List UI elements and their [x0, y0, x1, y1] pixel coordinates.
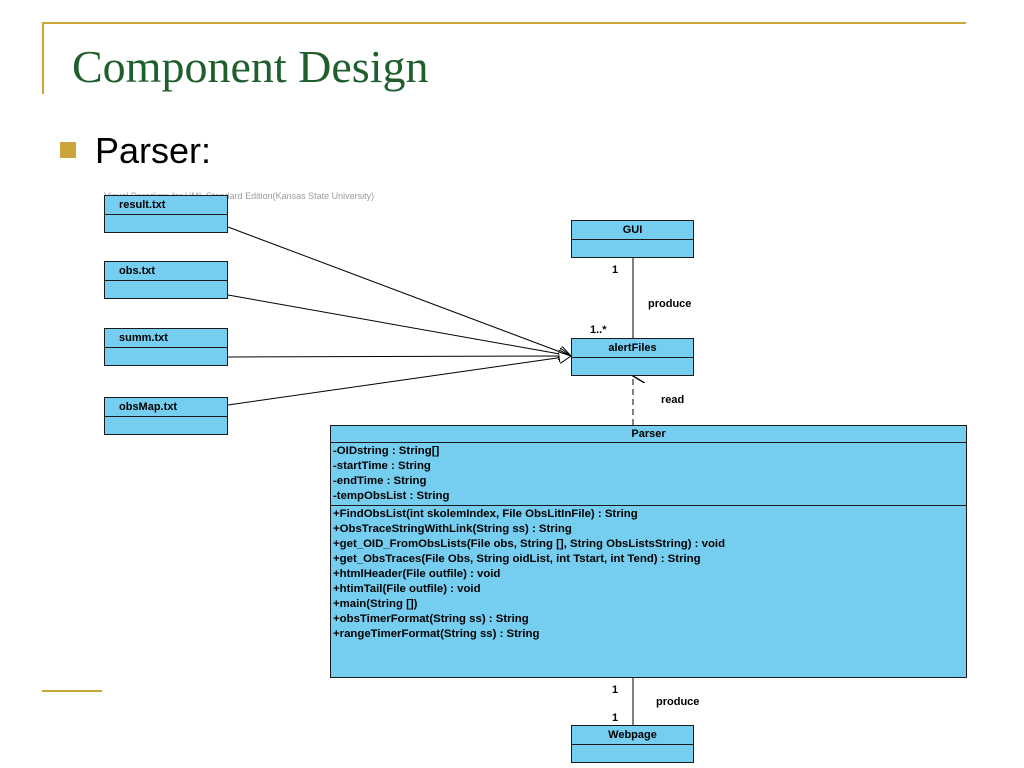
class-name: summ.txt [105, 329, 227, 348]
parser-webpage-role: produce [656, 696, 699, 708]
gui-multiplicity: 1 [612, 264, 618, 276]
class-obs-txt: obs.txt [104, 261, 228, 299]
attribute: -OIDstring : String[] [333, 445, 440, 457]
attribute: -endTime : String [333, 475, 427, 487]
tool-watermark: Visual Paradigm for UML Standard Edition… [104, 191, 375, 201]
attributes-compartment: -OIDstring : String[] -startTime : Strin… [331, 443, 966, 506]
parser-alert-role: read [661, 394, 684, 406]
class-name: obs.txt [105, 262, 227, 281]
gui-alert-role: produce [648, 298, 691, 310]
generalization-obs [227, 294, 571, 356]
bottom-rule [42, 690, 102, 692]
class-name: alertFiles [572, 339, 693, 358]
class-webpage: Webpage [571, 725, 694, 763]
generalization-result [227, 226, 571, 356]
class-summ-txt: summ.txt [104, 328, 228, 366]
class-alert-files: alertFiles [571, 338, 694, 376]
operation: +ObsTraceStringWithLink(String ss) : Str… [333, 523, 572, 535]
class-result-txt: result.txt [104, 195, 228, 233]
operation: +htmlHeader(File outfile) : void [333, 568, 501, 580]
webpage-multiplicity: 1 [612, 712, 618, 724]
class-parser: Parser -OIDstring : String[] -startTime … [330, 425, 967, 678]
operation: +get_OID_FromObsLists(File obs, String [… [333, 538, 726, 550]
operation: +htimTail(File outfile) : void [333, 583, 481, 595]
class-name: Parser [331, 426, 966, 443]
class-gui: GUI [571, 220, 694, 258]
operations-compartment: +FindObsList(int skolemIndex, File ObsLi… [331, 506, 966, 643]
parser-multiplicity: 1 [612, 684, 618, 696]
class-obsmap-txt: obsMap.txt [104, 397, 228, 435]
attribute: -startTime : String [333, 460, 431, 472]
operation: +FindObsList(int skolemIndex, File ObsLi… [333, 508, 638, 520]
class-name: GUI [572, 221, 693, 240]
bullet-square-icon [60, 142, 76, 158]
top-rule [42, 22, 966, 24]
left-rule [42, 22, 44, 94]
class-name: Webpage [572, 726, 693, 745]
operation: +main(String []) [333, 598, 418, 610]
slide-title: Component Design [72, 41, 429, 92]
alert-multiplicity: 1..* [590, 324, 607, 336]
class-name: result.txt [105, 196, 227, 215]
operation: +obsTimerFormat(String ss) : String [333, 613, 529, 625]
generalization-obsmap [227, 356, 571, 406]
attribute: -tempObsList : String [333, 490, 450, 502]
operation: +rangeTimerFormat(String ss) : String [333, 628, 540, 640]
class-name: obsMap.txt [105, 398, 227, 417]
operation: +get_ObsTraces(File Obs, String oidList,… [333, 553, 701, 565]
bullet-text: Parser: [95, 130, 212, 171]
generalization-summ [227, 356, 571, 357]
